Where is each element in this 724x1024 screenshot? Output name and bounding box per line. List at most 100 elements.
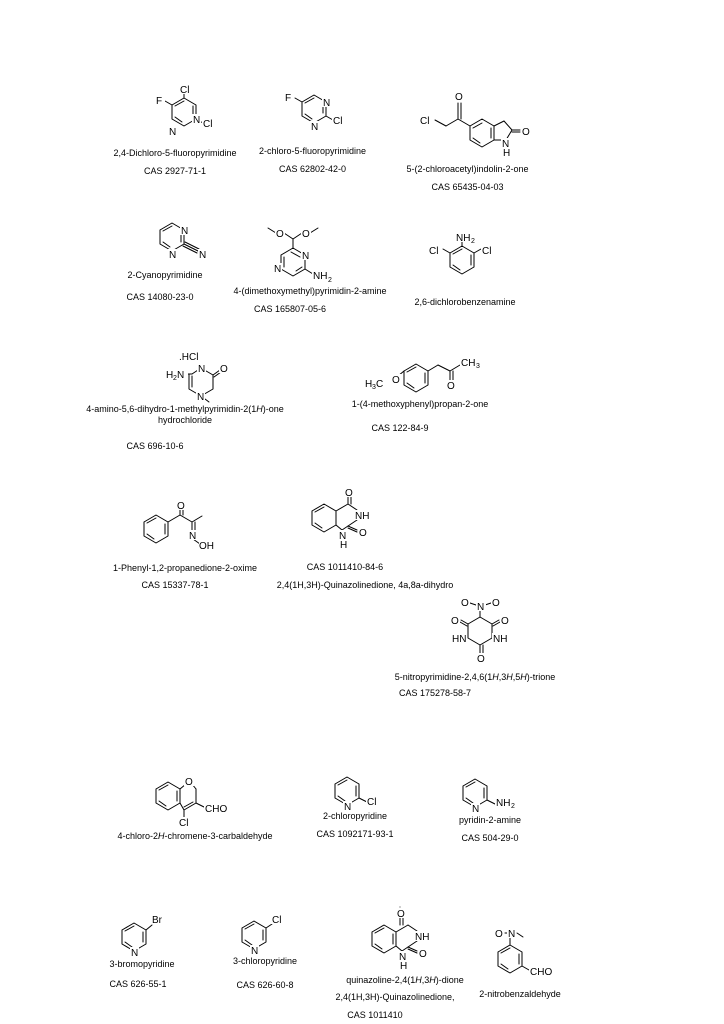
atom-label: O <box>522 127 530 138</box>
atom-label: H <box>400 961 407 972</box>
cas-number: CAS 62802-42-0 <box>278 164 347 174</box>
name-part: 4-chloro-2 <box>117 831 158 841</box>
structure-cyanopyrimidine: N N N <box>159 222 207 261</box>
atom-label: O <box>492 598 500 609</box>
atom-label: O <box>392 375 400 386</box>
atom-label: OH <box>199 541 214 552</box>
atom-label: N <box>198 364 205 375</box>
atom-label: O <box>345 488 353 499</box>
atom-label: N <box>274 264 281 275</box>
name-part: 4-amino-5,6-dihydro-1-methylpyrimidin-2(… <box>86 404 257 414</box>
atom-label: N <box>199 250 206 261</box>
compound-name: 2,4(1H,3H)-Quinazolinedione, 4a,8a-dihyd… <box>276 580 454 590</box>
atom-label: Br <box>152 915 163 926</box>
atom-label: O <box>419 949 427 960</box>
atom-label: N <box>508 929 515 940</box>
atom-label: F <box>285 93 291 104</box>
atom-label: O <box>455 92 463 103</box>
compound-name: 3-chloropyridine <box>232 956 298 966</box>
compound-name: 2,6-dichlorobenzenamine <box>414 297 516 307</box>
cas-number: CAS 165807-05-6 <box>253 304 327 314</box>
atom-label: N <box>193 115 200 126</box>
cas-number: CAS 1092171-93-1 <box>316 829 394 839</box>
compound-name: 5-(2-chloroacetyl)indolin-2-one <box>406 164 529 174</box>
name-part: )-one <box>262 404 284 414</box>
atom-label: N <box>323 98 330 109</box>
compound-name: 2-Cyanopyrimidine <box>127 270 203 280</box>
atom-label: Cl <box>420 116 429 127</box>
structure-dihydroquinazolinedione: O NH O N H <box>311 487 370 551</box>
cas-number: CAS 65435-04-03 <box>431 182 504 192</box>
atom-label: O <box>495 929 503 940</box>
atom-label: 2 <box>173 375 177 382</box>
atom-label: HN <box>452 634 466 645</box>
atom-label: N <box>197 392 204 403</box>
atom-label: NH <box>456 233 470 244</box>
structure-methoxyphenylpropanone: H 3 C O O CH 3 <box>365 358 482 393</box>
name-part: ,3 <box>498 672 507 682</box>
atom-label: O <box>302 229 310 240</box>
atom-label: O <box>501 616 509 627</box>
structure-chlorofluoropyrimidine: F N N Cl <box>285 92 344 133</box>
atom-label: Cl <box>429 246 438 257</box>
atom-label: Cl <box>180 85 189 96</box>
atom-label: H <box>365 379 372 390</box>
atom-label: Cl <box>272 915 281 926</box>
atom-label: N <box>477 602 484 613</box>
name-part-italic: H <box>429 975 436 985</box>
atom-label: N <box>399 952 406 963</box>
atom-label: .HCl <box>179 352 198 363</box>
compound-name: quinazoline-2,4(1H,3H)-dione <box>325 975 485 986</box>
atom-label: N <box>189 531 196 542</box>
compound-name: 2-nitrobenzaldehyde <box>479 989 561 999</box>
name-part-italic: H <box>256 404 263 414</box>
structure-nitropyrimidinetrione: O N O O O HN NH O <box>450 597 510 665</box>
name-part: )-dione <box>435 975 464 985</box>
compound-name-line2: 2,4(1H,3H)-Quinazolinedione, <box>335 992 455 1002</box>
atom-label: N <box>177 370 184 381</box>
name-part-italic: H <box>157 831 165 841</box>
compound-name: 2,4-Dichloro-5-fluoropyrimidine <box>113 148 237 158</box>
structure-phenylpropanedione-oxime: O N OH <box>143 500 215 552</box>
atom-label: Cl <box>482 246 491 257</box>
atom-label: N <box>339 531 346 542</box>
compound-name: 4-amino-5,6-dihydro-1-methylpyrimidin-2(… <box>85 404 285 415</box>
structure-chlorochromenecarbaldehyde: O CHO Cl <box>155 776 230 829</box>
atom-label: O <box>185 777 193 788</box>
compound-name: 5-nitropyrimidine-2,4,6(1H,3H,5H)-trione <box>375 672 575 683</box>
name-part-italic: H <box>415 975 422 985</box>
compound-name: 4-(dimethoxymethyl)pyrimidin-2-amine <box>233 286 387 296</box>
atom-label: CH <box>461 358 475 369</box>
atom-label: N <box>181 226 188 237</box>
atom-label: N <box>302 251 309 262</box>
compound-name: 1-Phenyl-1,2-propanedione-2-oxime <box>112 563 258 573</box>
name-part-italic: H <box>506 672 513 682</box>
compound-name: 2-chloro-5-fluoropyrimidine <box>258 146 367 156</box>
atom-label: NH <box>313 271 327 282</box>
atom-label: 3 <box>372 384 376 391</box>
atom-label: O <box>477 654 485 665</box>
atom-label: H <box>166 370 173 381</box>
structure-chloropyridine-3: Cl N <box>241 914 284 957</box>
atom-label: F <box>156 96 162 107</box>
atom-label: O <box>220 364 228 375</box>
structure-pyridinamine: N NH 2 <box>462 778 517 815</box>
atom-label: O <box>461 598 469 609</box>
atom-label: O <box>177 501 185 512</box>
name-part: ,3 <box>421 975 430 985</box>
atom-label: C <box>376 379 383 390</box>
structure-bromopyridine: Br N <box>121 914 164 959</box>
atom-label: N <box>169 250 176 261</box>
structure-aminodihydromethylpyrimidinone-hcl: .HCl H 2 N N O N <box>166 352 229 403</box>
atom-label: Cl <box>333 116 342 127</box>
cas-number: CAS 175278-58-7 <box>398 688 472 698</box>
structure-dichlorofluoropyrimidine: Cl F N N Cl <box>156 85 214 138</box>
atom-label: NH <box>355 511 369 522</box>
atom-label: 2 <box>471 238 475 245</box>
atom-label: Cl <box>203 119 212 130</box>
cas-number: CAS 2927-71-1 <box>143 166 207 176</box>
structure-chloroacetylindolinone: O Cl O N H <box>420 91 531 159</box>
atom-label: 2 <box>511 803 515 810</box>
atom-label: O <box>447 381 455 392</box>
